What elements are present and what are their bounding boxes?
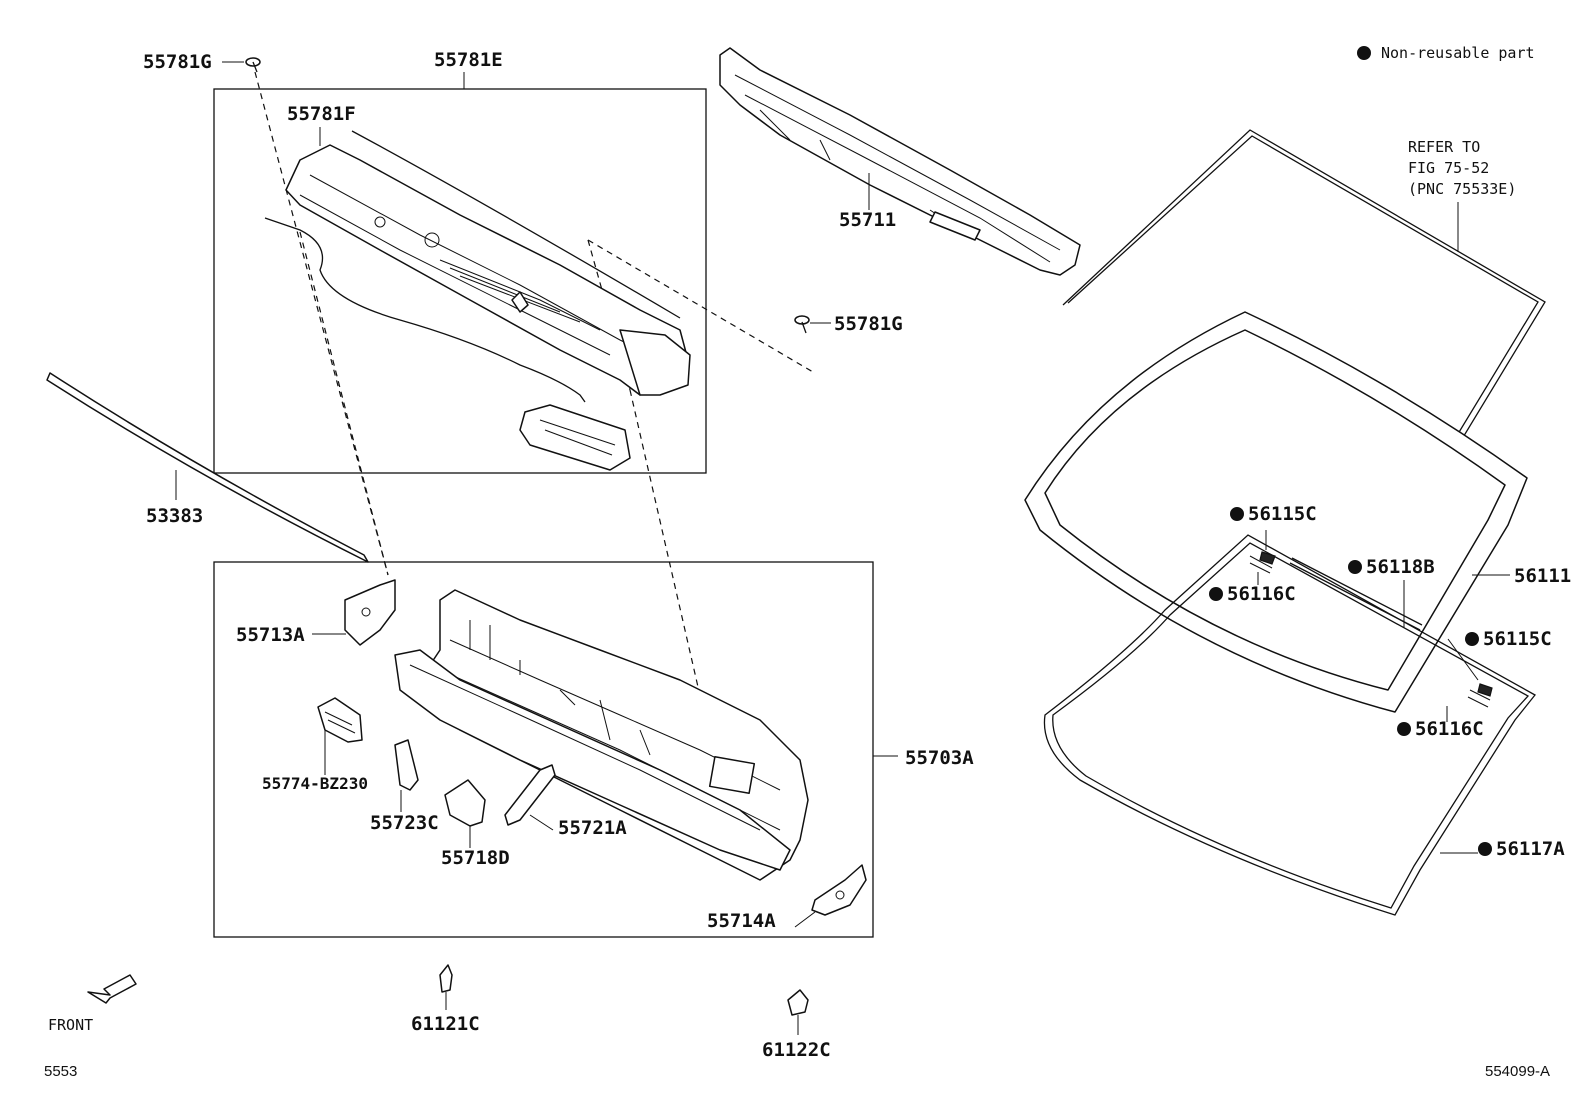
part-61121c-icon <box>439 964 453 993</box>
lower-group-box <box>213 561 874 938</box>
retainer-icon <box>1249 551 1493 708</box>
retainer-b-leader <box>1447 638 1479 681</box>
label-56116c-b: 56116C <box>1415 718 1484 740</box>
louver-seal-icon <box>351 130 681 319</box>
marker-56118b-icon <box>1348 560 1362 574</box>
marker-56116c-a-icon <box>1209 587 1223 601</box>
label-56111: 56111 <box>1514 565 1571 587</box>
label-53383: 53383 <box>146 505 203 527</box>
label-61121c: 61121C <box>411 1013 480 1035</box>
label-55781g-right: 55781G <box>834 313 903 335</box>
figure-code: 554099-A <box>1485 1063 1550 1080</box>
spacer-bar-icon <box>1289 562 1421 631</box>
cowl-top-panel-icon <box>719 47 1081 276</box>
front-arrow-icon <box>87 974 137 1004</box>
label-56118b: 56118B <box>1366 556 1435 578</box>
bracket-55714a-icon <box>811 864 867 916</box>
non-reusable-marker-icon <box>1357 46 1371 60</box>
clip-top-icon <box>245 57 261 73</box>
hood-seal-icon <box>46 372 369 563</box>
label-55718d: 55718D <box>441 847 510 869</box>
spacer-bar-inner-icon <box>1291 557 1423 626</box>
windshield-outer-molding-inner-icon <box>1067 135 1539 509</box>
windshield-outer-molding-icon <box>1062 129 1546 511</box>
windshield-dam-icon <box>1043 534 1536 916</box>
washer-hose-icon <box>264 217 586 403</box>
label-55781e: 55781E <box>434 49 503 71</box>
reference-line-2: FIG 75-52 <box>1408 159 1489 177</box>
bracket-55718d-icon <box>444 779 486 827</box>
label-55713a: 55713A <box>236 624 305 646</box>
label-61122c: 61122C <box>762 1039 831 1061</box>
label-55774-bz230: 55774-BZ230 <box>262 774 368 793</box>
reference-line-3: (PNC 75533E) <box>1408 180 1516 198</box>
label-56116c-a: 56116C <box>1227 583 1296 605</box>
label-55703a: 55703A <box>905 747 974 769</box>
reference-note: REFER TO FIG 75-52 (PNC 75533E) <box>1408 138 1516 252</box>
front-label: FRONT <box>48 1016 93 1034</box>
label-55711: 55711 <box>839 209 896 231</box>
marker-56117a-icon <box>1478 842 1492 856</box>
label-56115c-b: 56115C <box>1483 628 1552 650</box>
label-55721a: 55721A <box>558 817 627 839</box>
reference-line-1: REFER TO <box>1408 138 1480 156</box>
guide-line-left <box>254 71 389 576</box>
bracket-55721a-icon <box>504 764 556 826</box>
bracket-55723c-icon <box>394 739 419 791</box>
bracket-55714a-leader <box>794 911 816 928</box>
marker-56115c-a-icon <box>1230 507 1244 521</box>
louver-bracket-icon <box>519 404 631 471</box>
bracket-55713a-icon <box>344 579 396 646</box>
marker-56116c-b-icon <box>1397 722 1411 736</box>
label-55781f: 55781F <box>287 103 356 125</box>
windshield-glass-inner-icon <box>1044 329 1506 691</box>
legend-text: Non-reusable part <box>1381 44 1535 62</box>
guide-line-left2 <box>299 231 389 576</box>
cowl-louver-icon <box>285 144 691 396</box>
clip-right-icon <box>794 315 810 334</box>
part-61122c-icon <box>787 989 809 1016</box>
page-code: 5553 <box>44 1063 77 1080</box>
windshield-dam-inner-icon <box>1052 542 1530 909</box>
upper-group-box <box>213 88 707 474</box>
label-55714a: 55714A <box>707 910 776 932</box>
label-56117a: 56117A <box>1496 838 1565 860</box>
label-56115c-a: 56115C <box>1248 503 1317 525</box>
legend: Non-reusable part <box>1357 44 1535 62</box>
bracket-55721a-leader <box>529 814 554 831</box>
marker-56115c-b-icon <box>1465 632 1479 646</box>
cowl-panel-icon <box>394 589 809 881</box>
label-55781g-top: 55781G <box>143 51 212 73</box>
label-55723c: 55723C <box>370 812 439 834</box>
